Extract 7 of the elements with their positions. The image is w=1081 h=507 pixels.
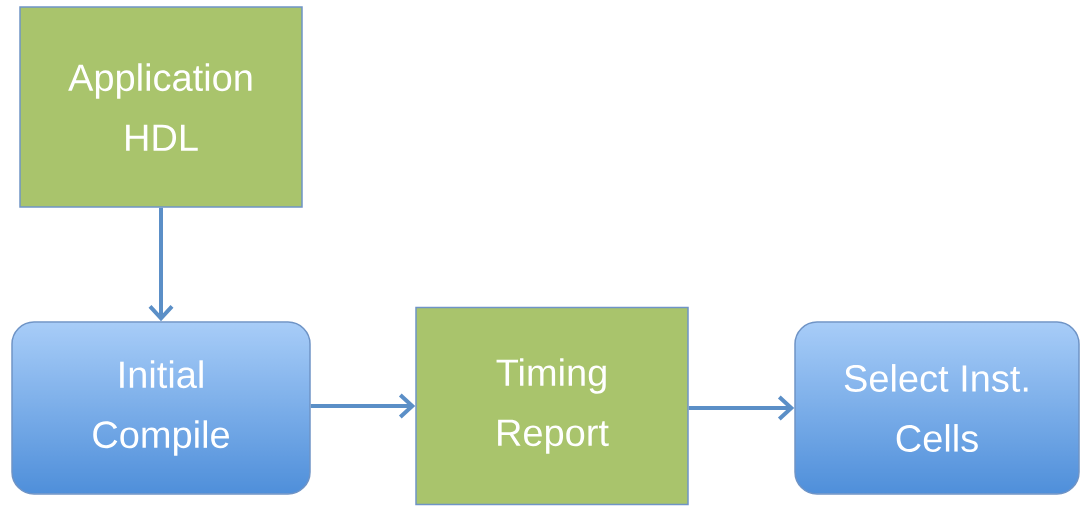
arrow: [688, 395, 795, 421]
process-box: Timing Report: [415, 306, 689, 506]
process-box: Application HDL: [19, 6, 303, 208]
rounded-box: Initial Compile: [11, 321, 311, 495]
arrow: [148, 207, 174, 322]
rounded-box: Select Inst. Cells: [794, 321, 1080, 495]
arrow: [310, 393, 416, 419]
